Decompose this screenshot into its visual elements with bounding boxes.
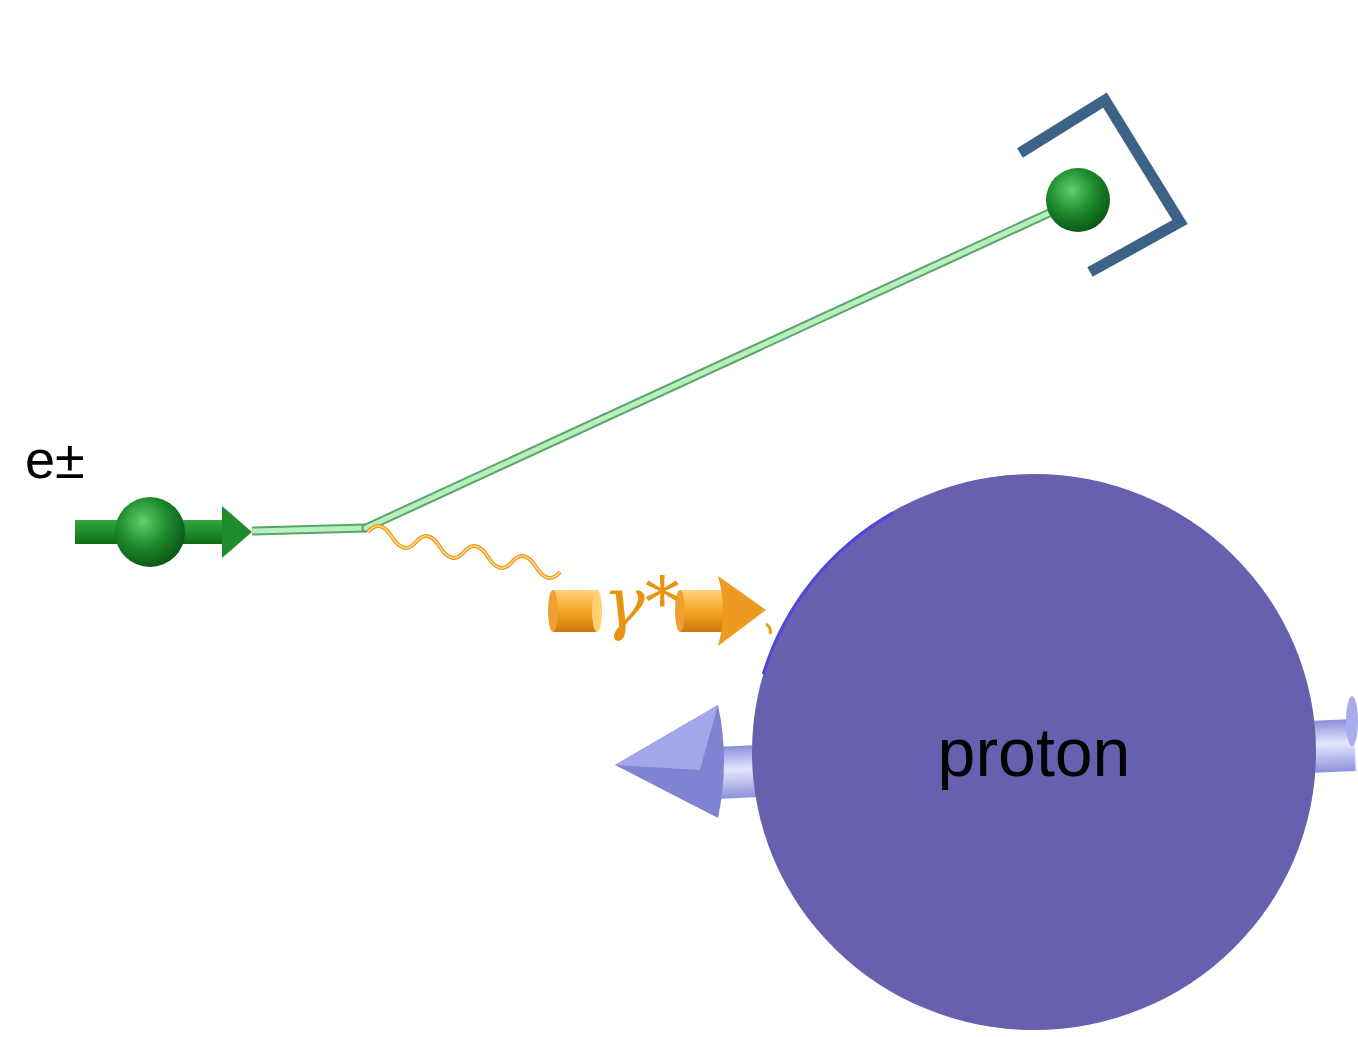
- node-content: proton: [752, 474, 1316, 1030]
- scattered-electron: [366, 168, 1110, 528]
- particle-label: e±: [25, 432, 85, 486]
- proton-circle: proton: [752, 474, 1316, 1030]
- proton-rim: [763, 513, 893, 674]
- photon-label: γ*: [603, 568, 680, 638]
- proton-body: [752, 474, 1316, 1030]
- virtual-photon: [368, 526, 771, 646]
- detector-bracket: [1020, 100, 1180, 272]
- node-label: proton: [938, 713, 1131, 791]
- incoming-electron: [75, 497, 366, 567]
